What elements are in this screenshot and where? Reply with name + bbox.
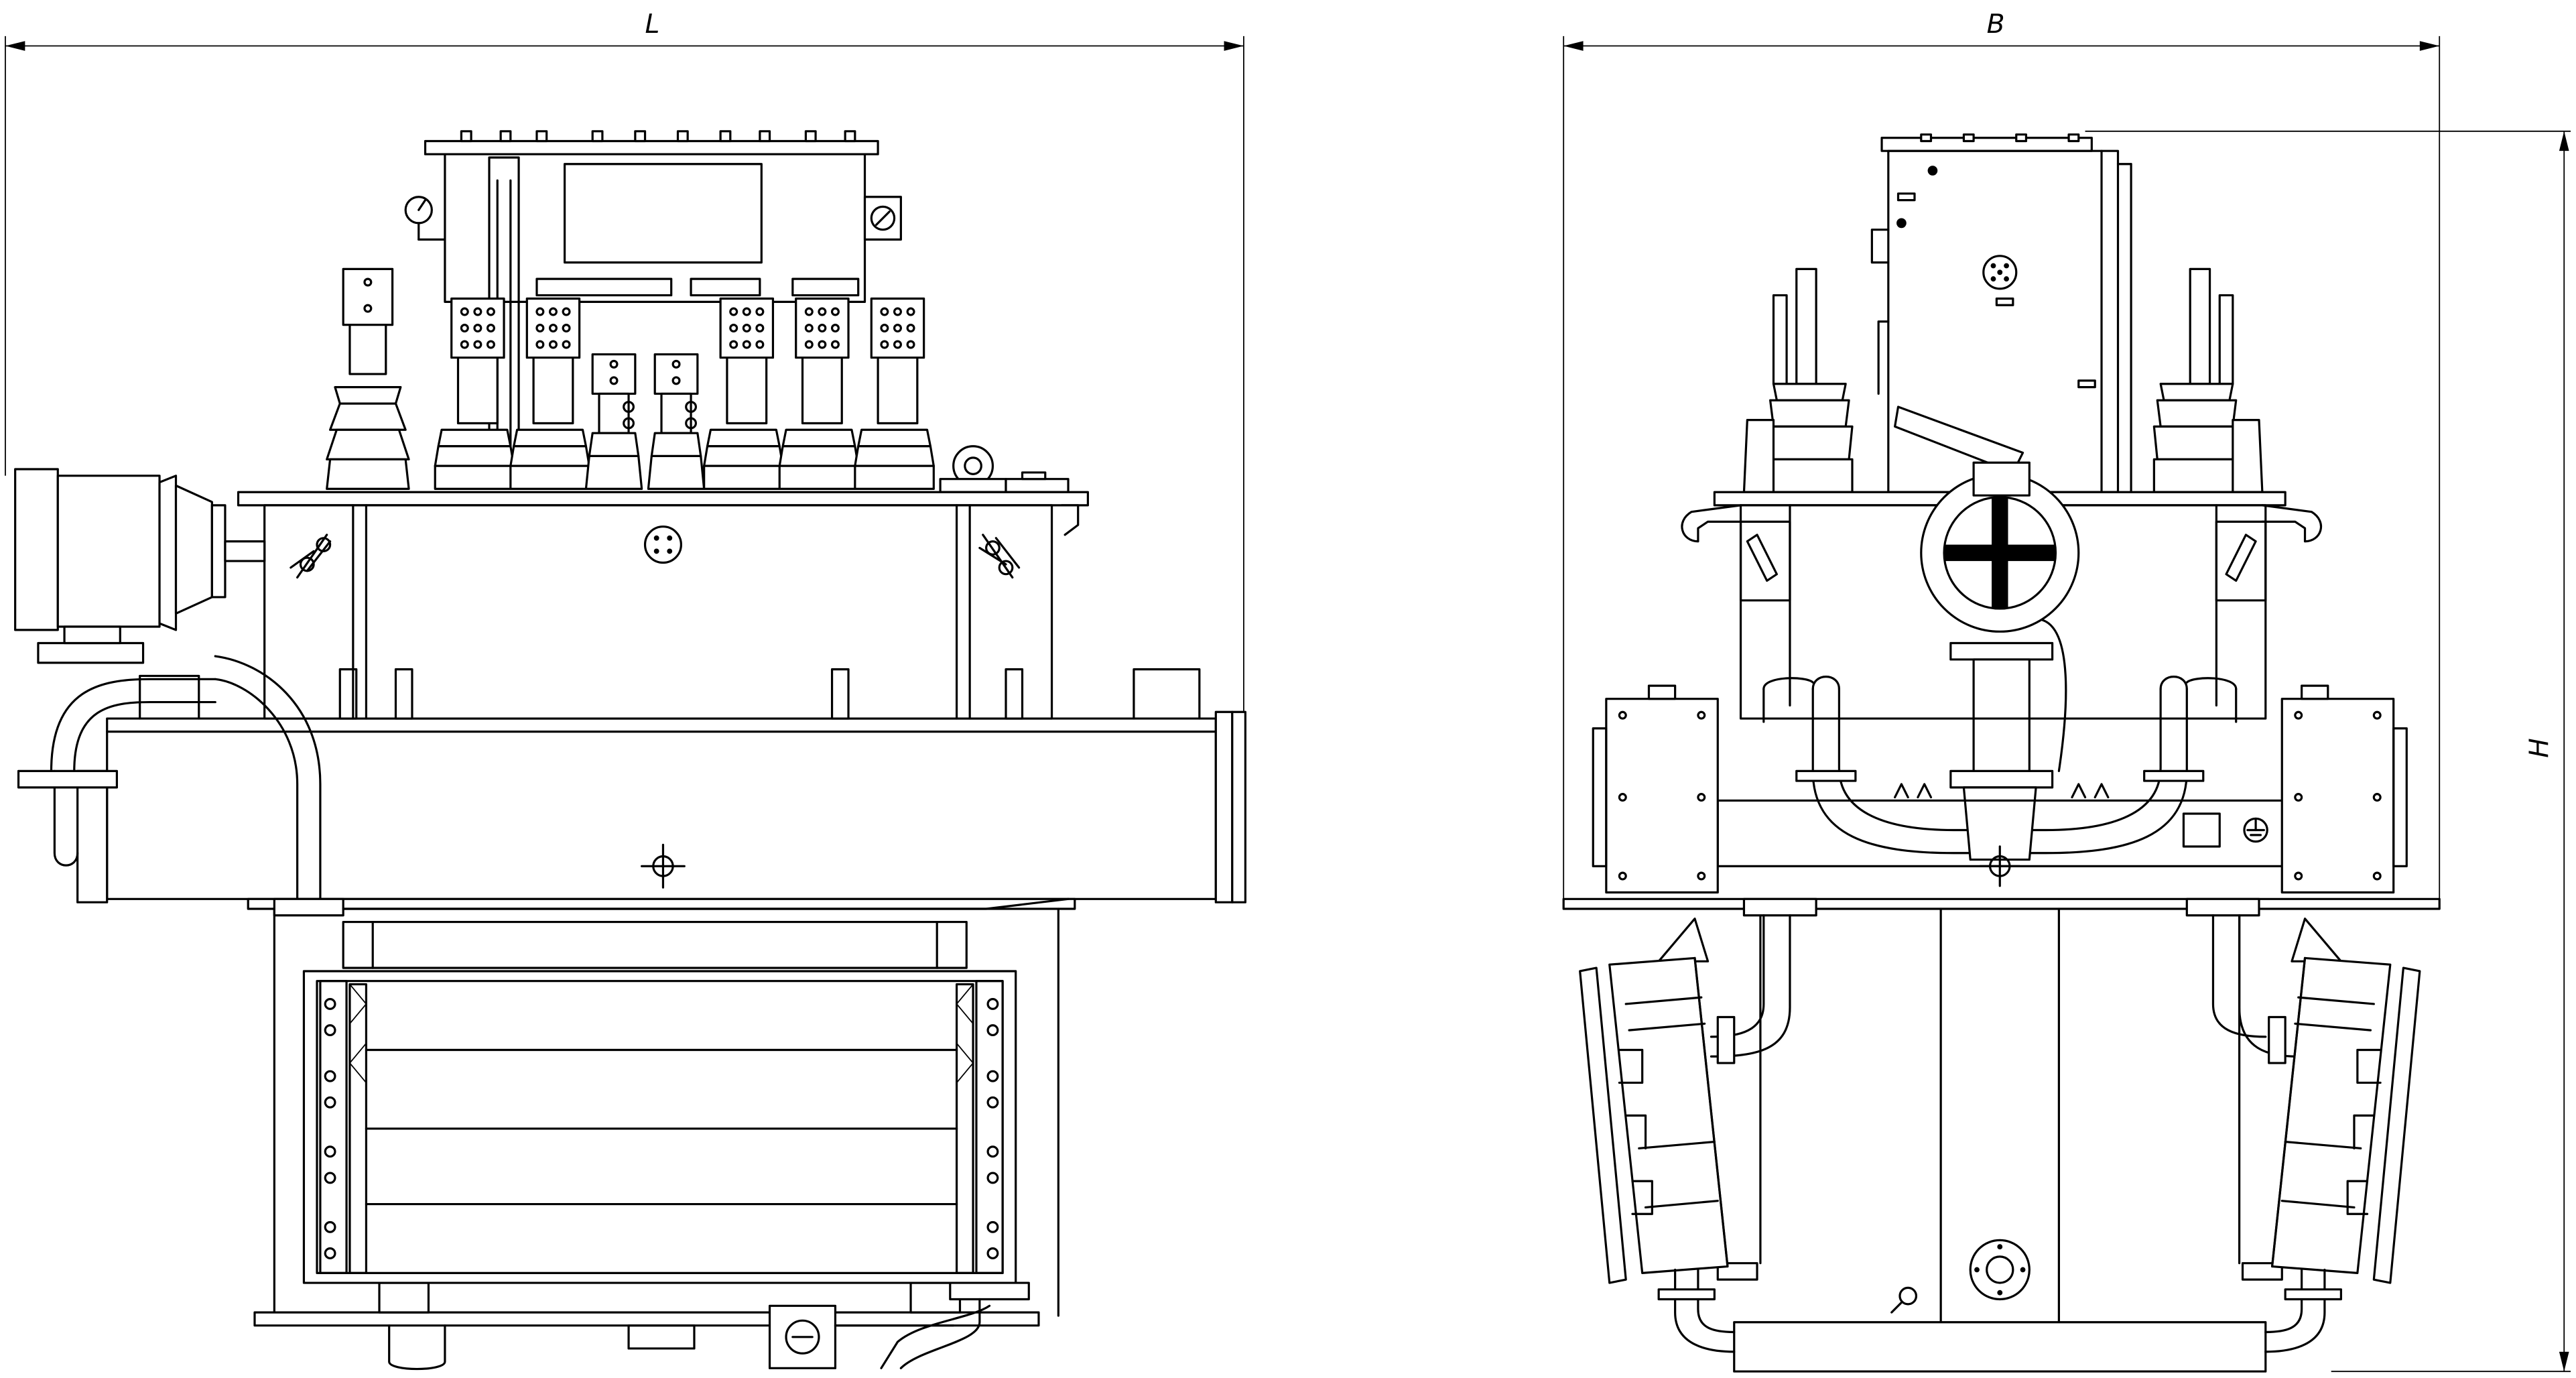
side-view	[1563, 135, 2439, 1372]
side-control-cabinet	[1872, 135, 2131, 493]
side-radiator-left	[1580, 919, 1734, 1352]
upper-tank	[265, 505, 1052, 718]
side-lower-tank	[1711, 899, 2298, 1371]
side-fan-box-right	[2282, 686, 2406, 892]
bottom-skid	[255, 1283, 1039, 1369]
center-of-gravity-mark	[642, 845, 685, 888]
oil-sampling-valve-icon	[645, 527, 682, 563]
drain-valve	[770, 1306, 836, 1368]
bushing-1	[435, 298, 513, 489]
ground-symbol-icon	[2244, 818, 2267, 841]
side-base-plate	[1563, 899, 2439, 909]
bottom-flange-valve	[1970, 1240, 2029, 1299]
bushing-6	[779, 298, 858, 489]
bushing-2	[511, 298, 589, 489]
dimension-width: B	[1563, 9, 2439, 905]
thermometer-gauge-icon	[865, 197, 901, 240]
hv-lv-bushings	[435, 298, 1068, 492]
gas-relay	[1921, 462, 2079, 774]
side-radiator-right	[2266, 919, 2420, 1352]
drain-plug-icon	[1892, 1288, 1917, 1312]
side-upper-tank	[1741, 462, 2266, 774]
grounding-chain-right	[980, 535, 1019, 578]
front-view	[15, 131, 1246, 1369]
side-gauge-icon	[1984, 256, 2016, 289]
side-bushing-right	[2154, 269, 2262, 492]
base-frame	[248, 899, 1075, 1316]
bushing-7	[855, 298, 933, 489]
side-terminal-box	[327, 269, 409, 489]
bushing-3	[586, 355, 641, 489]
motor-drive-unit	[15, 469, 265, 663]
bushing-4	[648, 355, 704, 489]
lifting-eye	[940, 446, 1006, 493]
cabinet-top-bolts	[461, 131, 854, 141]
dimension-height: H	[2085, 131, 2571, 1371]
side-fan-box-left	[1593, 686, 1718, 892]
side-bushing-left	[1744, 269, 1852, 492]
grounding-chain-left	[291, 535, 330, 578]
width-label: B	[1987, 9, 2005, 40]
side-cooler-pipes	[1718, 677, 2285, 886]
cooling-header-pipe	[19, 656, 1246, 902]
side-center-of-gravity-mark	[1980, 847, 2020, 886]
radiator-block	[304, 971, 1015, 1283]
control-cabinet	[405, 131, 901, 476]
pressure-gauge-icon	[405, 197, 445, 240]
bushing-5	[704, 298, 783, 489]
height-label: H	[2524, 738, 2555, 757]
length-label: L	[645, 9, 660, 40]
dimension-length: L	[5, 9, 1244, 722]
side-lifting-lugs	[1682, 505, 2321, 542]
